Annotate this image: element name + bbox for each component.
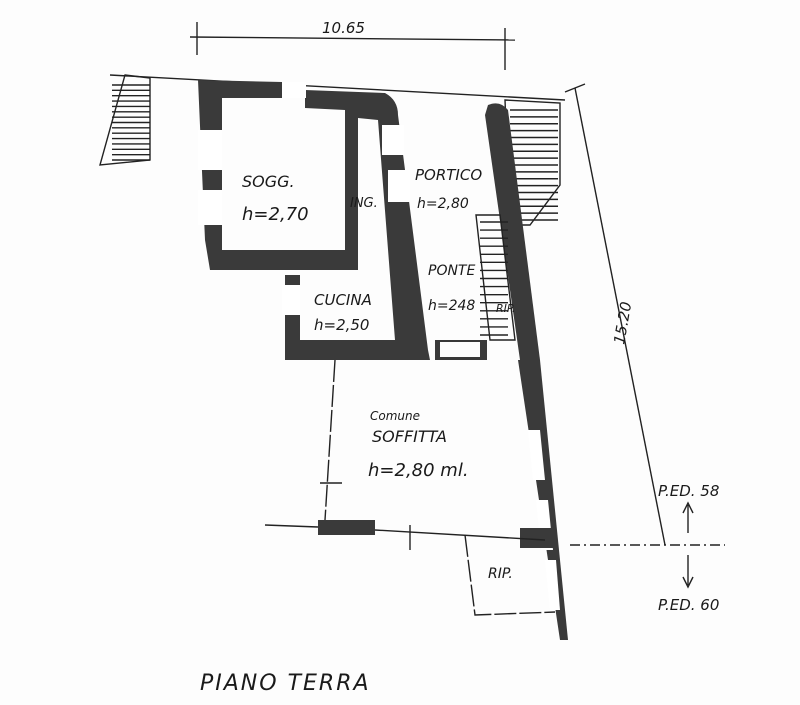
portico-stairs	[475, 214, 516, 341]
width-label: 10.65	[322, 19, 365, 37]
room-sogg-height: h=2,70	[242, 204, 309, 225]
room-cucina-label: CUCINA	[314, 291, 372, 309]
room-sogg-label: SOGG.	[242, 172, 295, 191]
plan-title: PIANO TERRA	[200, 671, 371, 696]
walls	[198, 80, 568, 640]
room-rip-small-label: RIP.	[496, 302, 516, 315]
room-soffitta-height: h=2,80 ml.	[368, 460, 469, 481]
right-stairs	[504, 99, 561, 226]
room-rip-label: RIP.	[488, 566, 513, 582]
room-cucina-height: h=2,50	[314, 316, 369, 334]
room-soffitta-label: SOFFITTA	[372, 427, 447, 446]
room-soffitta-note: Comune	[370, 409, 420, 423]
width-dimension-line	[189, 22, 516, 70]
depth-label: 15.20	[610, 300, 635, 345]
room-ponte-height: h=248	[428, 298, 475, 314]
parcel-upper-label: P.ED. 58	[658, 482, 719, 500]
left-stairs	[99, 74, 151, 166]
depth-dimension-line	[564, 83, 666, 546]
property-line	[109, 74, 566, 101]
room-portico-label: PORTICO	[415, 166, 482, 184]
room-ing-label: ING.	[350, 196, 378, 211]
soffitta-outline	[264, 359, 556, 616]
parcel-arrows	[682, 501, 694, 589]
room-portico-height: h=2,80	[417, 196, 469, 212]
parcel-lower-label: P.ED. 60	[658, 596, 719, 614]
room-ponte-label: PONTE	[428, 263, 475, 279]
